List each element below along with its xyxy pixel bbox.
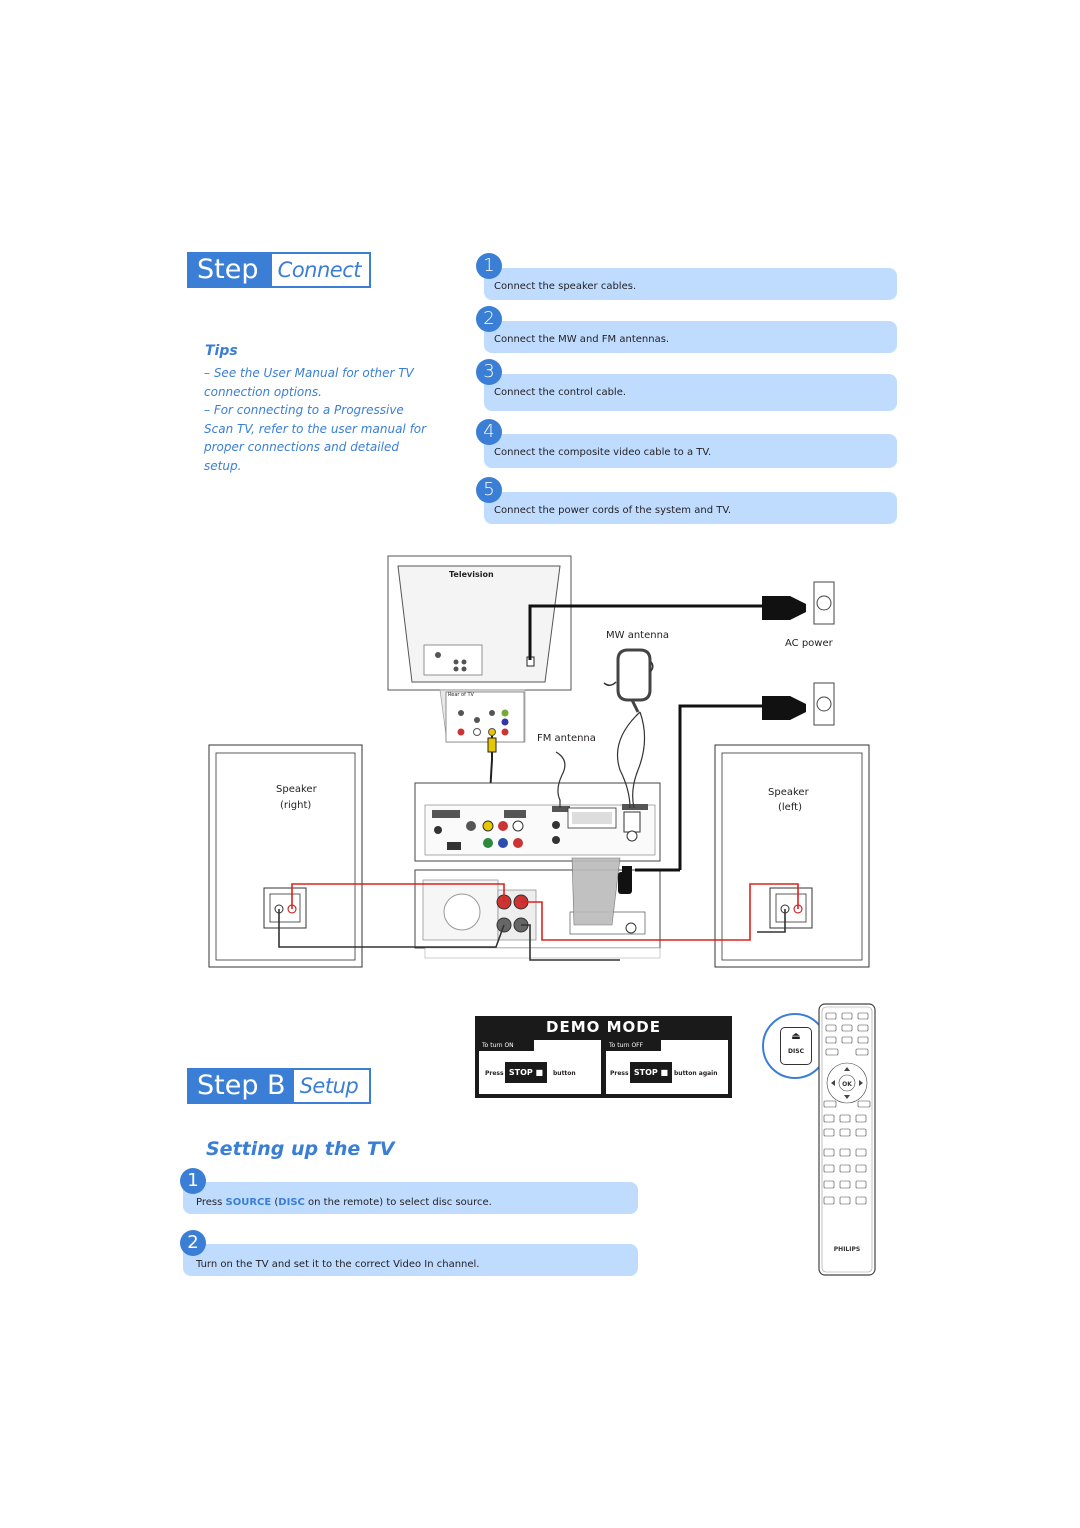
step-text: Connect the control cable. <box>494 387 627 398</box>
step-a-subtitle: Connect <box>271 254 369 286</box>
disc-key: DISC <box>278 1197 305 1208</box>
main-unit-rear <box>414 782 661 862</box>
setup-step: 2 Turn on the TV and set it to the corre… <box>180 1230 638 1276</box>
connect-step: 3 Connect the control cable. <box>476 359 897 411</box>
turn-on-label: To turn ON <box>479 1040 534 1051</box>
tip-item: – See the User Manual for other TV conne… <box>204 366 414 399</box>
stop-label: STOP <box>633 1068 658 1077</box>
speaker-right-sublabel: (right) <box>280 800 312 811</box>
step-number: 1 <box>180 1168 206 1194</box>
step-number: 2 <box>476 306 502 332</box>
setup-step: 1 Press SOURCE (DISC on the remote) to s… <box>180 1168 638 1214</box>
step-number: 1 <box>476 253 502 279</box>
speaker-left <box>714 744 870 968</box>
remote-control: OK PHILIPS <box>818 1003 876 1276</box>
speaker-left-label: Speaker <box>768 787 809 798</box>
speaker-wires <box>278 883 799 961</box>
step-b-subtitle: Setup <box>293 1070 367 1102</box>
step-b-header: Step B Setup <box>187 1068 371 1104</box>
step-text: Connect the composite video cable to a T… <box>494 447 712 458</box>
turn-off-label: To turn OFF <box>606 1040 661 1051</box>
step-text: Press SOURCE (DISC on the remote) to sel… <box>196 1197 492 1208</box>
speaker-right <box>208 744 363 968</box>
connect-step: 1 Connect the speaker cables. <box>476 253 897 300</box>
stop-label: STOP <box>508 1068 533 1077</box>
mw-antenna-label: MW antenna <box>606 630 670 641</box>
rear-of-tv-label: Rear of TV <box>448 692 474 698</box>
tip-item: – For connecting to a Progressive Scan T… <box>204 403 427 473</box>
television-label: Television <box>449 570 494 579</box>
mw-antenna <box>603 648 654 809</box>
step-a-header: Step A Connect <box>187 252 371 317</box>
button-label: button <box>553 1070 576 1077</box>
press-label: Press <box>485 1070 504 1077</box>
connect-step: 4 Connect the composite video cable to a… <box>476 419 897 468</box>
step-text: Connect the MW and FM antennas. <box>494 334 670 345</box>
speaker-right-label: Speaker <box>276 784 317 795</box>
source-key: SOURCE <box>225 1197 272 1208</box>
step-text: Connect the speaker cables. <box>494 281 637 292</box>
step-number: 3 <box>476 359 502 385</box>
step-number: 4 <box>476 419 502 445</box>
ac-power-outlets <box>528 581 835 894</box>
stop-button-key: STOP ■ <box>630 1062 672 1083</box>
tips-title: Tips <box>205 343 238 359</box>
television-illustration <box>387 555 572 691</box>
remote-zoom-callout: ⏏ DISC <box>762 1013 828 1079</box>
stop-button-key: STOP ■ <box>505 1062 547 1083</box>
remote-brand-label: PHILIPS <box>834 1246 860 1253</box>
step-text: Connect the power cords of the system an… <box>494 505 732 516</box>
demo-mode-panel: DEMO MODE To turn ON Press STOP ■ button… <box>475 1016 732 1098</box>
setting-up-title: Setting up the TV <box>206 1138 395 1160</box>
step-a-label: Step A <box>189 254 272 317</box>
connection-diagram <box>208 555 870 968</box>
disc-key-label: DISC <box>788 1048 804 1055</box>
fm-antenna-label: FM antenna <box>537 733 596 744</box>
connect-step: 2 Connect the MW and FM antennas. <box>476 306 897 353</box>
step-number: 2 <box>180 1230 206 1256</box>
connect-step: 5 Connect the power cords of the system … <box>476 477 897 524</box>
ac-power-label: AC power <box>785 638 833 649</box>
speaker-left-sublabel: (left) <box>778 802 802 813</box>
rear-of-tv-panel <box>439 689 526 743</box>
step-text: Turn on the TV and set it to the correct… <box>196 1259 480 1270</box>
demo-mode-title: DEMO MODE <box>546 1018 661 1036</box>
eject-icon: ⏏ <box>791 1031 801 1042</box>
step-number: 5 <box>476 477 502 503</box>
remote-ok-label: OK <box>842 1081 852 1088</box>
button-again-label: button again <box>674 1070 718 1077</box>
press-label: Press <box>610 1070 629 1077</box>
step-b-label: Step B <box>189 1070 294 1102</box>
